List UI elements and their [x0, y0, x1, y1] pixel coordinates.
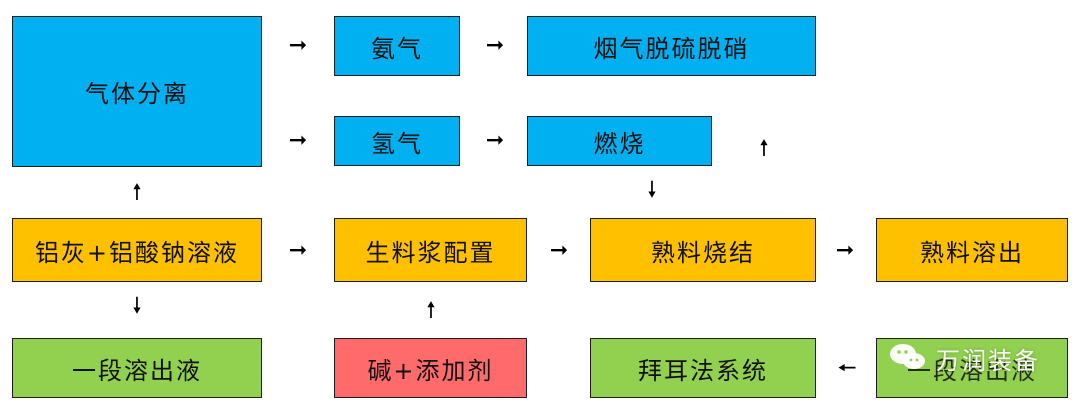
bayer-system-label: 拜耳法系统: [638, 356, 768, 385]
bayer-system-box: 拜耳法系统: [590, 338, 816, 398]
clinker-leaching-label: 熟料溶出: [920, 238, 1024, 267]
arrow-right-icon: ➞: [288, 238, 308, 263]
arrow-right-icon: ➞: [835, 238, 855, 263]
alkali-additive-box: 碱+添加剂: [334, 338, 527, 398]
hydrogen-label: 氢气: [371, 129, 423, 158]
gas-separation-label: 气体分离: [85, 80, 189, 108]
flue-gas-treatment-box: 烟气脱硫脱硝: [527, 16, 816, 76]
ammonia-box: 氨气: [334, 16, 460, 76]
clinker-leaching-box: 熟料溶出: [876, 218, 1068, 282]
clinker-sintering-box: 熟料烧结: [590, 218, 816, 282]
arrow-right-icon: ➞: [288, 128, 308, 153]
stage1-leachate-box: 一段溶出液: [12, 338, 262, 398]
arrow-up-icon: 🠕: [426, 298, 436, 323]
ammonia-label: 氨气: [371, 34, 423, 63]
arrow-right-icon: ➞: [485, 128, 505, 153]
combustion-label: 燃烧: [593, 129, 646, 158]
arrow-left-icon: 🠔: [837, 356, 857, 381]
arrow-up-icon: 🠕: [759, 136, 769, 161]
flue-gas-treatment-label: 烟气脱硫脱硝: [593, 34, 750, 63]
raw-slurry-box: 生料浆配置: [334, 218, 527, 282]
clinker-sintering-label: 熟料烧结: [651, 238, 755, 267]
aluminum-ash-solution-box: 铝灰+铝酸钠溶液: [12, 218, 262, 282]
hydrogen-box: 氢气: [334, 116, 460, 166]
raw-slurry-label: 生料浆配置: [365, 238, 496, 267]
arrow-up-icon: 🠕: [132, 180, 142, 205]
combustion-box: 燃烧: [527, 116, 712, 166]
gas-separation-box: 气体分离: [12, 16, 262, 167]
arrow-right-icon: ➞: [549, 238, 569, 263]
arrow-right-icon: ➞: [485, 33, 505, 58]
arrow-down-icon: 🠗: [132, 294, 142, 319]
stage1-leachate-label: 一段溶出液: [72, 356, 202, 385]
arrow-down-icon: 🠗: [647, 178, 657, 203]
stage1-leachate-box-2: 一段溶出液: [876, 338, 1068, 398]
arrow-right-icon: ➞: [288, 33, 308, 58]
alkali-additive-label: 碱+添加剂: [367, 356, 494, 385]
aluminum-ash-solution-label: 铝灰+铝酸钠溶液: [34, 238, 240, 267]
stage1-leachate-label-2: 一段溶出液: [907, 356, 1037, 385]
